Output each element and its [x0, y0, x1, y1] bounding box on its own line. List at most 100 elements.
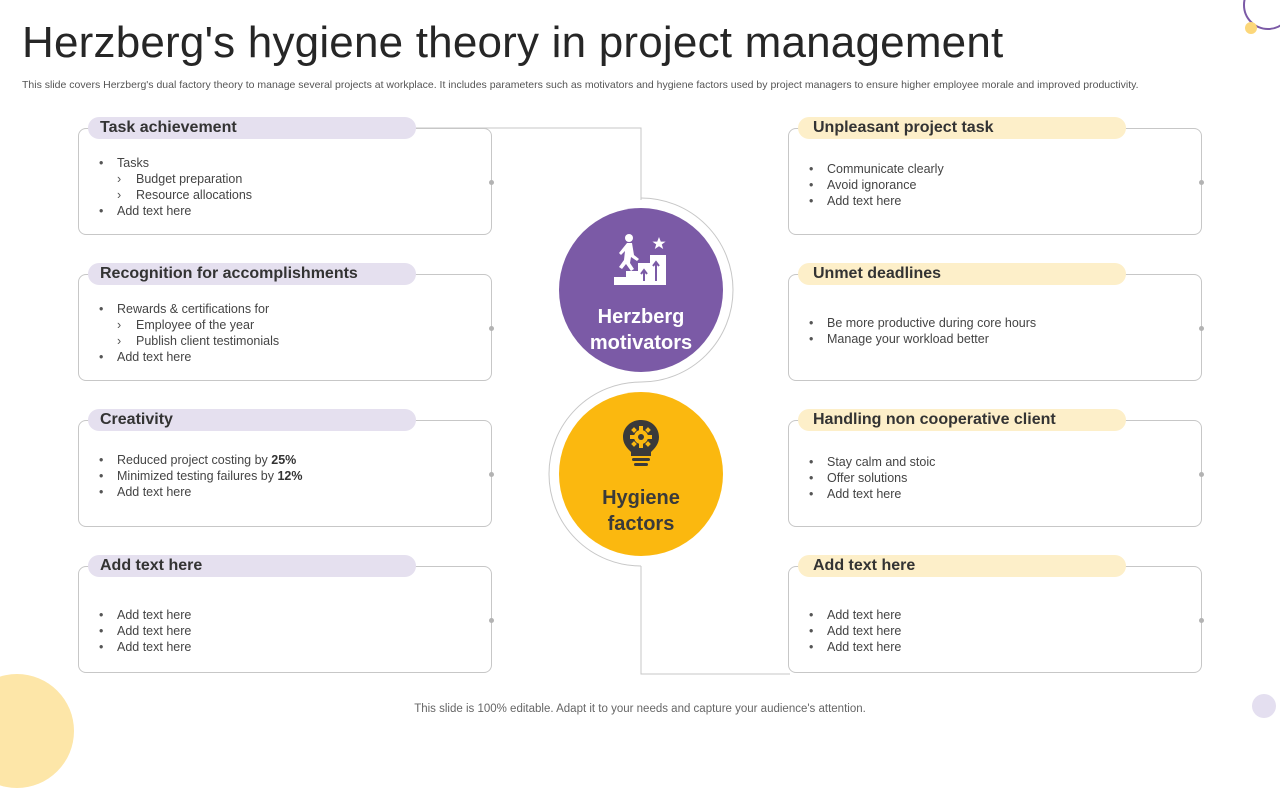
- bullet-item: Communicate clearly: [809, 161, 944, 177]
- hygiene-heading: Add text here: [798, 555, 1126, 577]
- motivators-halo: [640, 197, 734, 383]
- bullet-text: Stay calm and stoic: [827, 455, 936, 469]
- bullet-text: Avoid ignorance: [827, 178, 917, 192]
- bullet-text: Offer solutions: [827, 471, 908, 485]
- card-edge-dot: [1199, 180, 1204, 185]
- hygiene-halo: [548, 381, 642, 567]
- motivator-card: TasksBudget preparationResource allocati…: [78, 128, 494, 235]
- hygiene-heading: Unmet deadlines: [798, 263, 1126, 285]
- bullet-item: Stay calm and stoic: [809, 454, 935, 470]
- card-edge-dot: [1199, 618, 1204, 623]
- sub-bullet-item: Employee of the year: [99, 317, 279, 333]
- bullet-item: Add text here: [99, 607, 191, 623]
- slide-footer: This slide is 100% editable. Adapt it to…: [414, 703, 866, 715]
- bullet-item: Add text here: [809, 486, 935, 502]
- hygiene-heading: Handling non cooperative client: [798, 409, 1126, 431]
- bullet-item: Offer solutions: [809, 470, 935, 486]
- bullet-item: Add text here: [809, 607, 901, 623]
- bullet-text: Add text here: [117, 624, 192, 638]
- bullet-text: Minimized testing failures by: [117, 469, 278, 483]
- bullet-text: Add text here: [117, 204, 192, 218]
- decorative-circle-bottom-right: [1252, 694, 1276, 718]
- bullet-list: Stay calm and stoicOffer solutionsAdd te…: [809, 454, 935, 502]
- motivators-label: Herzberg motivators: [559, 304, 723, 356]
- motivator-heading: Task achievement: [88, 117, 416, 139]
- bullet-list: Communicate clearlyAvoid ignoranceAdd te…: [809, 161, 944, 209]
- bullet-text: Resource allocations: [136, 188, 253, 202]
- hygiene-card: Communicate clearlyAvoid ignoranceAdd te…: [788, 128, 1204, 235]
- bullet-text: Communicate clearly: [827, 162, 944, 176]
- herzberg-motivators-circle: Herzberg motivators: [559, 208, 723, 372]
- bullet-item: Add text here: [99, 349, 279, 365]
- card-edge-dot: [1199, 472, 1204, 477]
- bullet-item: Add text here: [99, 623, 191, 639]
- slide-subtitle: This slide covers Herzberg's dual factor…: [22, 79, 1139, 91]
- hygiene-label: Hygiene factors: [559, 485, 723, 537]
- bullet-item: Reduced project costing by 25%: [99, 452, 303, 468]
- bullet-item: Avoid ignorance: [809, 177, 944, 193]
- bullet-item: Add text here: [99, 484, 303, 500]
- bullet-text: Publish client testimonials: [136, 334, 280, 348]
- bullet-item: Add text here: [99, 203, 252, 219]
- bullet-list: Rewards & certifications forEmployee of …: [99, 301, 279, 365]
- bullet-text: Add text here: [117, 350, 192, 364]
- motivator-heading: Creativity: [88, 409, 416, 431]
- bullet-list: TasksBudget preparationResource allocati…: [99, 155, 252, 219]
- card-edge-dot: [489, 618, 494, 623]
- motivators-label-line2: motivators: [589, 332, 693, 354]
- sub-bullet-item: Budget preparation: [99, 171, 252, 187]
- motivator-card: Reduced project costing by 25%Minimized …: [78, 420, 494, 527]
- card-edge-dot: [489, 180, 494, 185]
- card-edge-dot: [489, 326, 494, 331]
- bullet-text: Reduced project costing by: [117, 453, 272, 467]
- hygiene-card: Stay calm and stoicOffer solutionsAdd te…: [788, 420, 1204, 527]
- sub-bullet-item: Publish client testimonials: [99, 333, 279, 349]
- sub-bullet-item: Resource allocations: [99, 187, 252, 203]
- bullet-highlight-value: 12%: [277, 469, 303, 483]
- hygiene-label-line1: Hygiene: [602, 487, 680, 509]
- bullet-text: Add text here: [827, 194, 902, 208]
- hygiene-heading: Unpleasant project task: [798, 117, 1126, 139]
- connector-lines: [416, 127, 790, 675]
- connector-top: [416, 127, 642, 200]
- bullet-text: Add text here: [827, 487, 902, 501]
- slide-title: Herzberg's hygiene theory in project man…: [22, 18, 1004, 67]
- bullet-text: Employee of the year: [136, 318, 255, 332]
- bullet-text: Add text here: [827, 608, 902, 622]
- bullet-text: Tasks: [117, 156, 149, 170]
- bullet-list: Reduced project costing by 25%Minimized …: [99, 452, 303, 500]
- card-edge-dot: [1199, 326, 1204, 331]
- motivator-heading: Recognition for accomplishments: [88, 263, 416, 285]
- bullet-text: Add text here: [117, 485, 192, 499]
- bullet-text: Add text here: [117, 640, 192, 654]
- lightbulb-gear-icon: [621, 418, 661, 473]
- hygiene-factors-circle: Hygiene factors: [559, 392, 723, 556]
- bullet-text: Add text here: [827, 624, 902, 638]
- motivator-card: Rewards & certifications forEmployee of …: [78, 274, 494, 381]
- bullet-text: Add text here: [827, 640, 902, 654]
- bullet-text: Rewards & certifications for: [117, 302, 270, 316]
- bullet-item: Rewards & certifications for: [99, 301, 279, 317]
- bullet-list: Be more productive during core hoursMana…: [809, 315, 1036, 347]
- bullet-text: Budget preparation: [136, 172, 243, 186]
- decorative-dot: [1245, 22, 1257, 34]
- hygiene-label-line2: factors: [607, 513, 675, 535]
- stairs-climb-icon: [612, 233, 670, 294]
- hygiene-card: Be more productive during core hoursMana…: [788, 274, 1204, 381]
- bullet-item: Add text here: [809, 623, 901, 639]
- bullet-item: Add text here: [809, 193, 944, 209]
- card-edge-dot: [489, 472, 494, 477]
- bullet-item: Add text here: [99, 639, 191, 655]
- bullet-item: Add text here: [809, 639, 901, 655]
- motivators-label-line1: Herzberg: [597, 306, 685, 328]
- bullet-highlight-value: 25%: [271, 453, 297, 467]
- bullet-item: Minimized testing failures by 12%: [99, 468, 303, 484]
- bullet-item: Tasks: [99, 155, 252, 171]
- motivator-heading: Add text here: [88, 555, 416, 577]
- bullet-item: Be more productive during core hours: [809, 315, 1036, 331]
- connector-bottom: [640, 566, 790, 675]
